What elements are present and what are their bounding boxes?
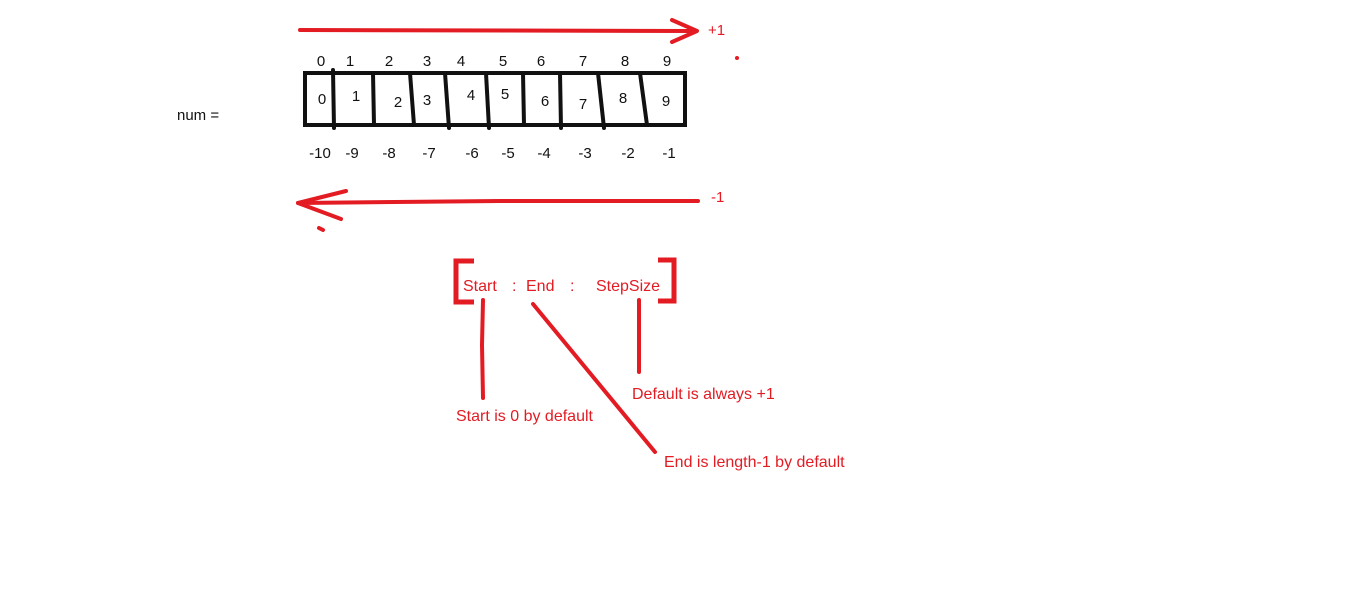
cell-dividers (331, 68, 649, 130)
array-cell-value: 5 (501, 86, 509, 103)
array-cell-value: 1 (352, 88, 360, 105)
array-cell-value: 6 (541, 93, 549, 110)
negative-index: -5 (501, 145, 514, 162)
slice-separator-2: : (570, 278, 574, 295)
slice-end: End (526, 278, 554, 295)
backward-arrow-label: -1 (711, 189, 724, 206)
cell-divider (638, 71, 649, 127)
positive-index-row: 0 1 2 3 4 5 6 7 8 9 (317, 53, 671, 70)
negative-index: -1 (662, 145, 675, 162)
positive-index: 0 (317, 53, 325, 70)
negative-index: -9 (345, 145, 358, 162)
slice-step: StepSize (596, 278, 660, 295)
note-start-default: Start is 0 by default (456, 408, 594, 425)
forward-arrow-label: +1 (708, 22, 725, 39)
cell-divider (371, 71, 376, 127)
note-end-default: End is length-1 by default (664, 454, 845, 471)
positive-index: 4 (457, 53, 465, 70)
cell-divider (443, 71, 451, 130)
array-box (303, 68, 687, 130)
backward-arrow (296, 189, 700, 232)
array-cell-value: 8 (619, 90, 627, 107)
negative-index: -7 (422, 145, 435, 162)
array-cell-value: 9 (662, 93, 670, 110)
negative-index: -10 (309, 145, 331, 162)
negative-index: -2 (621, 145, 634, 162)
array-cell-value: 4 (467, 87, 475, 104)
note-step-default: Default is always +1 (632, 386, 775, 403)
negative-index: -3 (578, 145, 591, 162)
slice-separator-1: : (512, 278, 516, 295)
cell-divider (558, 71, 563, 130)
array-cell-value: 7 (579, 96, 587, 113)
negative-index: -4 (537, 145, 550, 162)
slice-start: Start (463, 278, 497, 295)
cell-divider (484, 71, 491, 130)
positive-index: 7 (579, 53, 587, 70)
forward-arrow (298, 18, 699, 44)
slice-brackets (453, 257, 677, 305)
positive-index: 3 (423, 53, 431, 70)
variable-label: num = (177, 107, 219, 124)
cell-divider (408, 71, 416, 127)
positive-index: 6 (537, 53, 545, 70)
array-cell-value: 3 (423, 92, 431, 109)
stray-dot (735, 56, 739, 60)
pointer-lines (479, 298, 657, 454)
cell-divider (521, 71, 526, 127)
negative-index: -6 (465, 145, 478, 162)
array-cell-value: 2 (394, 94, 402, 111)
array-cells: 0 1 2 3 4 5 6 7 8 9 (318, 86, 670, 113)
cell-divider (331, 68, 336, 130)
positive-index: 5 (499, 53, 507, 70)
positive-index: 9 (663, 53, 671, 70)
negative-index: -8 (382, 145, 395, 162)
positive-index: 8 (621, 53, 629, 70)
cell-divider (596, 71, 606, 130)
positive-index: 1 (346, 53, 354, 70)
positive-index: 2 (385, 53, 393, 70)
array-cell-value: 0 (318, 91, 326, 108)
negative-index-row: -10 -9 -8 -7 -6 -5 -4 -3 -2 -1 (309, 145, 676, 162)
